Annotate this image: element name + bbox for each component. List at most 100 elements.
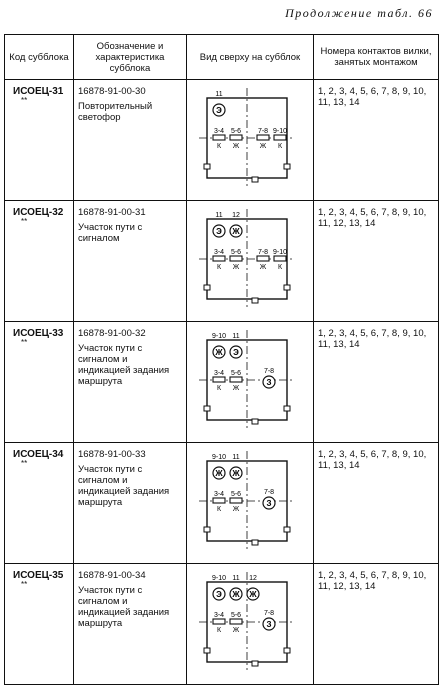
designation-number: 16878-91-00-31 bbox=[78, 207, 146, 218]
lamp-circle bbox=[212, 103, 226, 117]
relay-contact-label: 9-10 bbox=[273, 128, 287, 135]
table-header-row: Код субблока Обозначение и характеристик… bbox=[4, 34, 439, 80]
lamp-type-label: Э bbox=[233, 348, 239, 357]
designation-description: Повторительный светофор bbox=[78, 101, 153, 123]
relay-contact-label: 7-8 bbox=[258, 249, 268, 256]
lamp-contact-label: 11 bbox=[232, 333, 239, 340]
subblock-code: ИСОЕЦ-31 bbox=[13, 86, 64, 97]
designation-number: 16878-91-00-30 bbox=[78, 86, 146, 97]
subblock-code: ИСОЕЦ-32 bbox=[13, 207, 64, 218]
relay-mark: Ж bbox=[233, 506, 240, 513]
lamp-contact-label: 11 bbox=[232, 454, 239, 461]
mounting-tab bbox=[283, 405, 291, 412]
relay-mark: Ж bbox=[233, 627, 240, 634]
mounting-tab bbox=[251, 539, 259, 546]
cell-code: ИСОЕЦ-32** bbox=[4, 200, 74, 322]
lamp-type-label: Ж bbox=[248, 590, 257, 599]
relay-contact-label: 5-6 bbox=[231, 249, 241, 256]
lamp-circle bbox=[229, 466, 243, 480]
relay-contact bbox=[256, 255, 270, 262]
relay-contact bbox=[212, 255, 226, 262]
code-stars: ** bbox=[21, 459, 28, 468]
subblock-code: ИСОЕЦ-35 bbox=[13, 570, 64, 581]
relay-contact-label: 5-6 bbox=[231, 612, 241, 619]
code-stars: ** bbox=[21, 96, 28, 105]
relay-contact-label: 3-4 bbox=[214, 249, 224, 256]
mounting-tab bbox=[203, 647, 211, 654]
cell-contacts: 1, 2, 3, 4, 5, 6, 7, 8, 9, 10, 11, 13, 1… bbox=[313, 321, 439, 443]
lamp-type-label: Э bbox=[216, 590, 222, 599]
relay-contact-label: 3-4 bbox=[214, 370, 224, 377]
relay-contact-label: 9-10 bbox=[273, 249, 287, 256]
mounting-tab bbox=[203, 284, 211, 291]
cell-contacts: 1, 2, 3, 4, 5, 6, 7, 8, 9, 10, 11, 13, 1… bbox=[313, 442, 439, 564]
lamp-contact-label: 9-10 bbox=[212, 333, 226, 340]
relay-contact-label: 5-6 bbox=[231, 128, 241, 135]
cell-code: ИСОЕЦ-31** bbox=[4, 79, 74, 201]
cell-contacts: 1, 2, 3, 4, 5, 6, 7, 8, 9, 10, 11, 12, 1… bbox=[313, 563, 439, 685]
designation-description: Участок пути с сигналом и индикацией зад… bbox=[78, 585, 170, 629]
mounting-tab bbox=[283, 526, 291, 533]
lamp-circle bbox=[229, 587, 243, 601]
relay-mark: К bbox=[278, 143, 283, 150]
relay-mark: Ж bbox=[233, 143, 240, 150]
header-contacts: Номера контактов вилки, занятых монтажом bbox=[313, 34, 439, 80]
relay-mark: К bbox=[217, 506, 222, 513]
relay-mark: К bbox=[217, 143, 222, 150]
lamp-contact-label: 9-10 bbox=[212, 575, 226, 582]
relay-mark: Ж bbox=[233, 264, 240, 271]
code-stars: ** bbox=[21, 338, 28, 347]
subblock-table: Код субблока Обозначение и характеристик… bbox=[4, 34, 439, 685]
side-lamp-label: 7-8 bbox=[264, 610, 274, 617]
cell-contacts: 1, 2, 3, 4, 5, 6, 7, 8, 9, 10, 11, 13, 1… bbox=[313, 79, 439, 201]
designation-number: 16878-91-00-32 bbox=[78, 328, 146, 339]
relay-contact-label: 3-4 bbox=[214, 128, 224, 135]
lamp-type-label: З bbox=[266, 499, 271, 508]
header-designation: Обозначение и характеристика субблока bbox=[73, 34, 187, 80]
lamp-circle bbox=[262, 375, 276, 389]
lamp-type-label: Ж bbox=[214, 469, 223, 478]
relay-contact-label: 5-6 bbox=[231, 491, 241, 498]
relay-contact-label: 3-4 bbox=[214, 491, 224, 498]
lamp-contact-label: 11 bbox=[215, 91, 222, 98]
designation-description: Участок пути с сигналом и индикацией зад… bbox=[78, 343, 170, 387]
lamp-type-label: Ж bbox=[231, 590, 240, 599]
lamp-circle bbox=[246, 587, 260, 601]
mounting-tab bbox=[203, 163, 211, 170]
mounting-tab bbox=[251, 660, 259, 667]
lamp-type-label: З bbox=[266, 378, 271, 387]
relay-contact-label: 3-4 bbox=[214, 612, 224, 619]
cell-contacts: 1, 2, 3, 4, 5, 6, 7, 8, 9, 10, 11, 12, 1… bbox=[313, 200, 439, 322]
designation-description: Участок пути с сигналом и индикацией зад… bbox=[78, 464, 170, 508]
relay-mark: Ж bbox=[233, 385, 240, 392]
mounting-tab bbox=[251, 297, 259, 304]
lamp-contact-label: 12 bbox=[232, 212, 240, 219]
relay-contact bbox=[229, 618, 243, 625]
lamp-type-label: Ж bbox=[214, 348, 223, 357]
lamp-contact-label: 9-10 bbox=[212, 454, 226, 461]
relay-contact bbox=[273, 255, 287, 262]
header-code: Код субблока bbox=[4, 34, 74, 80]
relay-mark: К bbox=[217, 627, 222, 634]
lamp-type-label: Э bbox=[216, 227, 222, 236]
relay-mark: К bbox=[217, 385, 222, 392]
relay-contact bbox=[212, 376, 226, 383]
mounting-tab bbox=[283, 163, 291, 170]
relay-mark: К bbox=[278, 264, 283, 271]
relay-contact bbox=[212, 618, 226, 625]
relay-contact bbox=[212, 497, 226, 504]
relay-contact-label: 7-8 bbox=[258, 128, 268, 135]
